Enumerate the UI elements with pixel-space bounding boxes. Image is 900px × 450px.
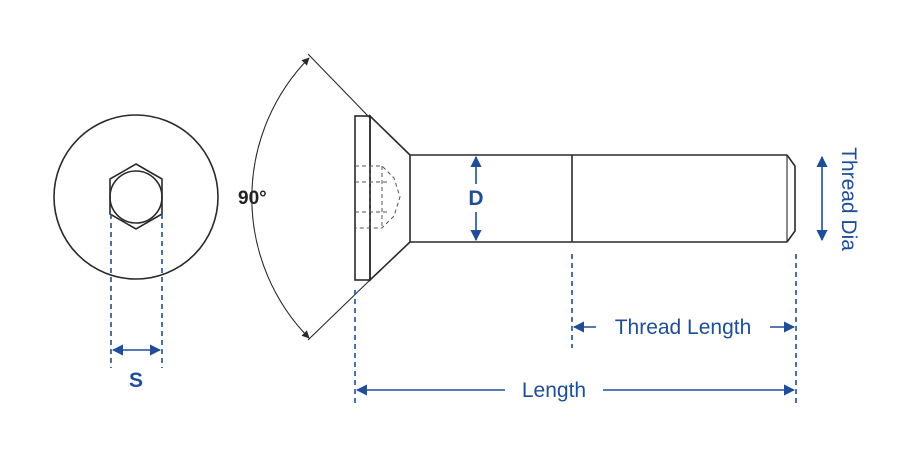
d-label: D xyxy=(468,187,483,210)
hex-socket-inner-circle xyxy=(109,170,163,224)
thread-length-dimension: Thread Length xyxy=(571,254,797,404)
thread-dia-dimension: Thread Dia xyxy=(816,147,860,251)
hex-socket xyxy=(109,163,163,230)
d-dimension: D xyxy=(464,155,488,242)
angle-dimension: 90° xyxy=(238,53,371,341)
thread-dia-label: Thread Dia xyxy=(837,147,860,251)
head-top-face xyxy=(354,115,371,281)
screw-tip xyxy=(786,154,796,243)
head-circle xyxy=(53,114,219,280)
angle-arc xyxy=(251,57,310,339)
s-label: S xyxy=(129,369,143,392)
countersunk-head xyxy=(369,114,411,282)
angle-extension-bottom xyxy=(307,279,371,341)
hidden-socket xyxy=(355,165,401,229)
thread-length-label: Thread Length xyxy=(615,316,752,339)
d-label-bg xyxy=(464,184,488,212)
head-end-view xyxy=(53,114,219,280)
length-dimension: Length xyxy=(354,290,796,404)
s-dimension: S xyxy=(110,214,163,392)
length-label: Length xyxy=(522,379,586,402)
angle-label: 90° xyxy=(238,188,267,209)
angle-extension-top xyxy=(307,53,371,119)
screw-side-view xyxy=(354,114,796,282)
